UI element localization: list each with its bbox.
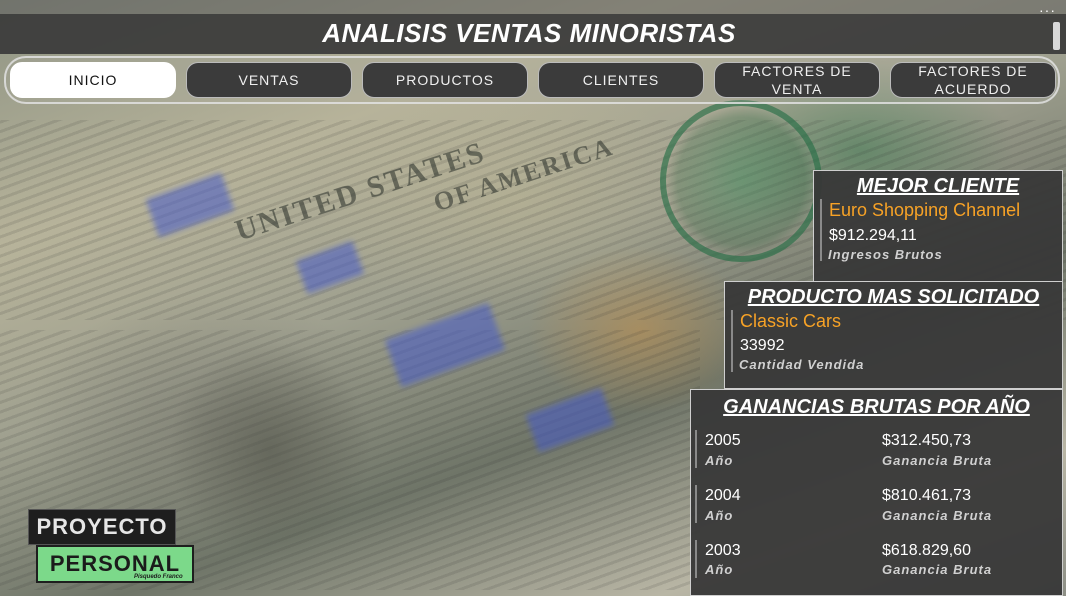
top-product-value: 33992 — [740, 337, 785, 354]
best-customer-name: Euro Shopping Channel — [829, 200, 1021, 220]
top-product-name: Classic Cars — [740, 311, 842, 331]
best-customer-title: MEJOR CLIENTE — [856, 175, 1020, 197]
yearly-profit-title: GANANCIAS BRUTAS POR AÑO — [723, 396, 1030, 418]
nav-bar — [4, 56, 1060, 104]
treasury-seal — [660, 100, 822, 262]
year-caption: Año — [705, 453, 734, 468]
more-options-icon[interactable]: ··· — [1039, 2, 1056, 18]
year-caption: Año — [705, 562, 734, 577]
yearly-profit-card: GANANCIAS BRUTAS POR AÑO 2005 Año $312.4… — [690, 389, 1063, 596]
best-customer-card: MEJOR CLIENTE Euro Shopping Channel $912… — [813, 170, 1063, 282]
tab-clientes[interactable]: CLIENTES — [538, 62, 704, 98]
card-accent-line — [820, 199, 822, 261]
tab-inicio[interactable]: INICIO — [10, 62, 176, 98]
top-strip — [0, 0, 1066, 14]
top-product-title: PRODUCTO MAS SOLICITADO — [747, 286, 1040, 308]
profit-caption: Ganancia Bruta — [882, 562, 993, 577]
logo-proyecto: PROYECTO — [28, 509, 176, 545]
card-accent-line — [695, 540, 697, 578]
profit-caption: Ganancia Bruta — [882, 453, 993, 468]
year-value: 2003 — [705, 542, 741, 559]
year-value: 2005 — [705, 432, 741, 449]
top-product-caption: Cantidad Vendida — [739, 357, 865, 372]
tab-productos[interactable]: PRODUCTOS — [362, 62, 528, 98]
tab-factores-de-acuerdo[interactable]: FACTORES DE ACUERDO — [890, 62, 1056, 98]
card-accent-line — [731, 310, 733, 372]
profit-caption: Ganancia Bruta — [882, 508, 993, 523]
profit-value: $618.829,60 — [882, 542, 971, 559]
card-accent-line — [695, 430, 697, 468]
scrollbar[interactable] — [1053, 22, 1060, 50]
best-customer-caption: Ingresos Brutos — [828, 247, 943, 262]
card-accent-line — [695, 485, 697, 523]
logo-personal: PERSONAL — [36, 545, 194, 583]
year-value: 2004 — [705, 487, 741, 504]
logo-signature: Pisquedo Franco — [134, 574, 183, 580]
year-caption: Año — [705, 508, 734, 523]
profit-value: $312.450,73 — [882, 432, 971, 449]
best-customer-value: $912.294,11 — [829, 227, 917, 244]
profit-value: $810.461,73 — [882, 487, 971, 504]
top-product-card: PRODUCTO MAS SOLICITADO Classic Cars 339… — [724, 281, 1063, 389]
page-title: ANALISIS VENTAS MINORISTAS — [322, 18, 736, 48]
tab-ventas[interactable]: VENTAS — [186, 62, 352, 98]
header-bar — [0, 14, 1066, 54]
tab-factores-de-venta[interactable]: FACTORES DE VENTA — [714, 62, 880, 98]
